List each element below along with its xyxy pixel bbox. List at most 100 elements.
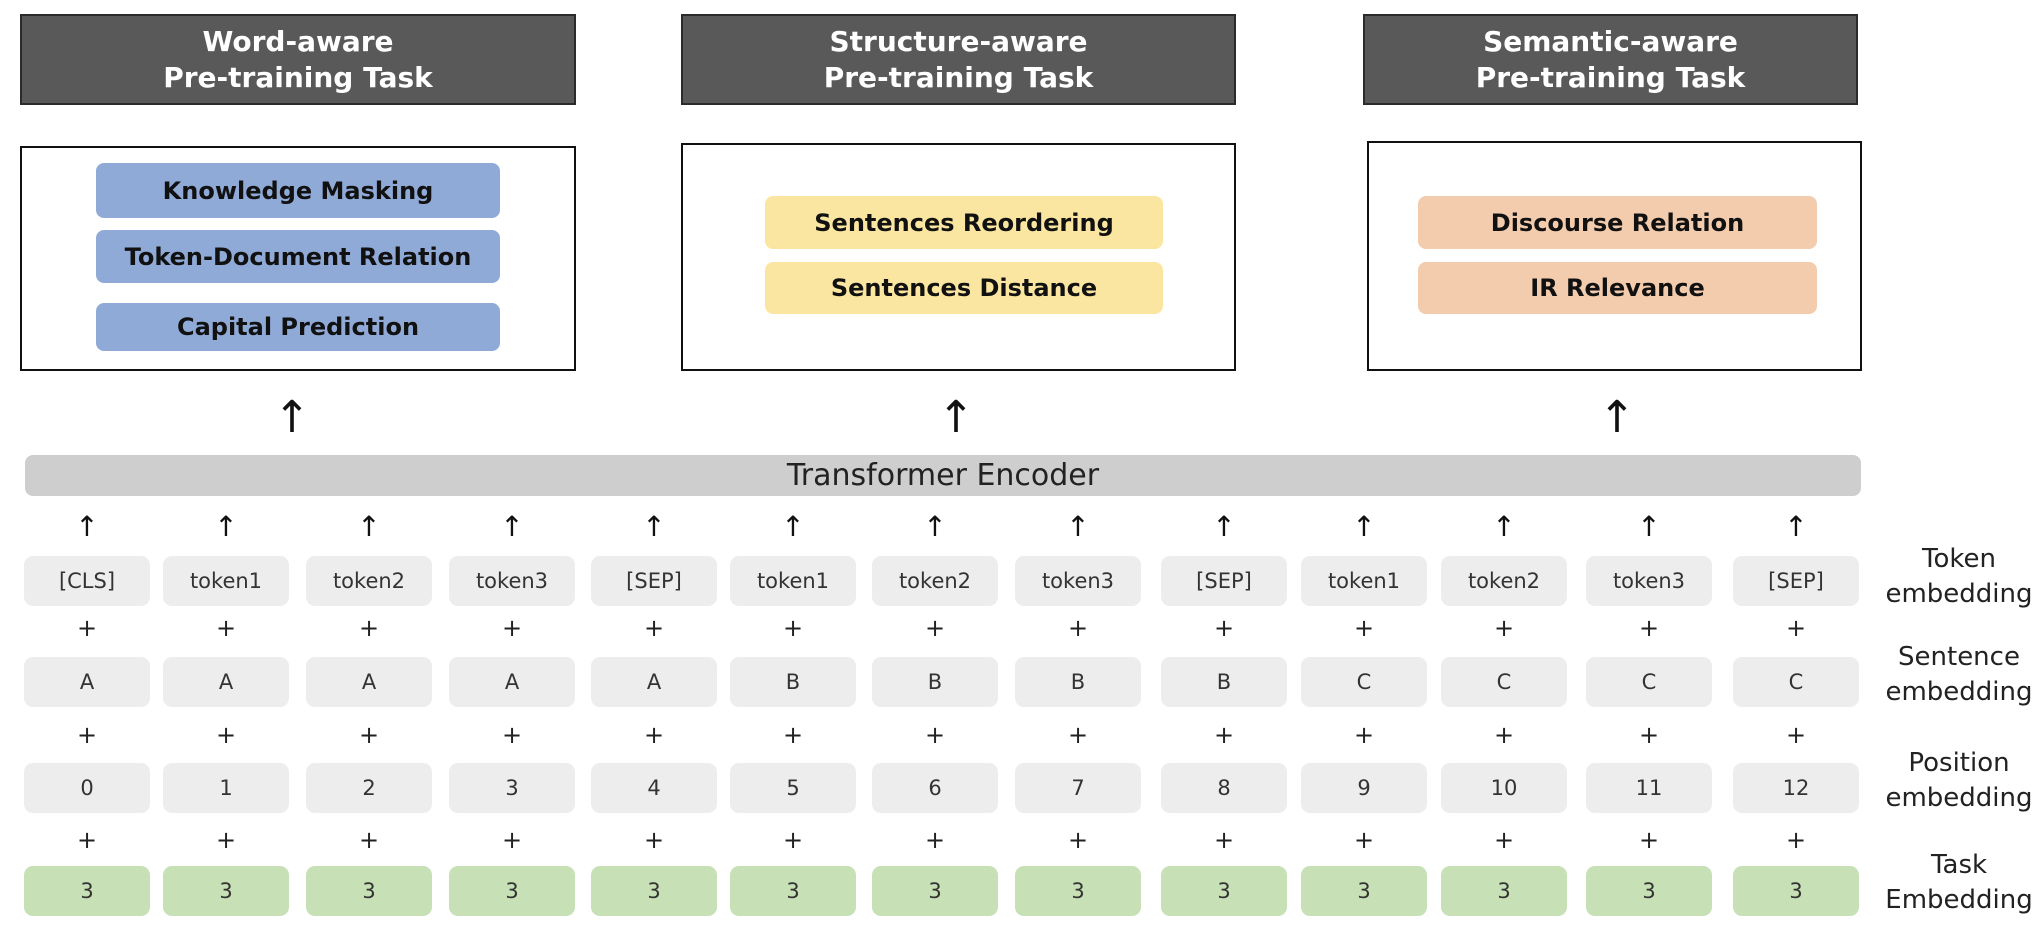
arrow-up-icon: ↑	[781, 510, 805, 543]
plus-sign: +	[215, 614, 237, 642]
semantic-aware-title-line2: Pre-training Task	[1475, 60, 1746, 94]
arrow-up-icon: ↑	[937, 392, 975, 443]
task-discourse-relation: Discourse Relation	[1418, 196, 1817, 249]
task-cell: 3	[591, 866, 717, 916]
plus-sign: +	[1067, 721, 1089, 749]
semantic-aware-panel	[1367, 141, 1862, 371]
task-cell: 3	[1301, 866, 1427, 916]
position-cell: 0	[24, 763, 150, 813]
arrow-up-icon: ↑	[75, 510, 99, 543]
arrow-up-icon: ↑	[214, 510, 238, 543]
sentence-cell: B	[872, 657, 998, 707]
arrow-up-icon: ↑	[1352, 510, 1376, 543]
task-cell: 3	[1441, 866, 1567, 916]
position-cell: 7	[1015, 763, 1141, 813]
plus-sign: +	[1213, 721, 1235, 749]
plus-sign: +	[924, 721, 946, 749]
sentence-cell: B	[1015, 657, 1141, 707]
plus-sign: +	[924, 826, 946, 854]
sentence-cell: A	[163, 657, 289, 707]
row-label-sentence-embedding: Sentence embedding	[1885, 642, 2033, 707]
sentence-cell: B	[730, 657, 856, 707]
task-token-document-relation: Token-Document Relation	[96, 230, 500, 283]
task-cell: 3	[872, 866, 998, 916]
plus-sign: +	[1353, 826, 1375, 854]
arrow-up-icon: ↑	[1066, 510, 1090, 543]
plus-sign: +	[1353, 614, 1375, 642]
plus-sign: +	[501, 826, 523, 854]
task-cell: 3	[1586, 866, 1712, 916]
task-sentences-reordering: Sentences Reordering	[765, 196, 1163, 249]
plus-sign: +	[1353, 721, 1375, 749]
plus-sign: +	[1067, 826, 1089, 854]
plus-sign: +	[1213, 826, 1235, 854]
plus-sign: +	[1638, 721, 1660, 749]
task-cell: 3	[1015, 866, 1141, 916]
structure-aware-panel	[681, 143, 1236, 371]
row-label-task-embedding: Task Embedding	[1885, 850, 2033, 915]
task-ir-relevance: IR Relevance	[1418, 262, 1817, 314]
arrow-up-icon: ↑	[1492, 510, 1516, 543]
sentence-cell: C	[1733, 657, 1859, 707]
plus-sign: +	[1785, 721, 1807, 749]
plus-sign: +	[782, 826, 804, 854]
token-cell: [SEP]	[1161, 556, 1287, 606]
structure-aware-title-line2: Pre-training Task	[823, 60, 1094, 94]
sentence-cell: A	[591, 657, 717, 707]
plus-sign: +	[1493, 826, 1515, 854]
plus-sign: +	[1493, 614, 1515, 642]
structure-aware-header: Structure-aware Pre-training Task	[681, 14, 1236, 105]
plus-sign: +	[1493, 721, 1515, 749]
position-cell: 3	[449, 763, 575, 813]
position-cell: 9	[1301, 763, 1427, 813]
structure-aware-title-line1: Structure-aware	[829, 24, 1088, 58]
token-cell: token1	[1301, 556, 1427, 606]
token-cell: token3	[1586, 556, 1712, 606]
arrow-up-icon: ↑	[923, 510, 947, 543]
plus-sign: +	[501, 721, 523, 749]
word-aware-header: Word-aware Pre-training Task	[20, 14, 576, 105]
plus-sign: +	[358, 826, 380, 854]
task-cell: 3	[24, 866, 150, 916]
arrow-up-icon: ↑	[1212, 510, 1236, 543]
arrow-up-icon: ↑	[642, 510, 666, 543]
plus-sign: +	[76, 721, 98, 749]
task-cell: 3	[449, 866, 575, 916]
token-cell: token2	[1441, 556, 1567, 606]
plus-sign: +	[215, 721, 237, 749]
task-cell: 3	[730, 866, 856, 916]
plus-sign: +	[76, 826, 98, 854]
sentence-cell: C	[1586, 657, 1712, 707]
plus-sign: +	[1785, 614, 1807, 642]
plus-sign: +	[1213, 614, 1235, 642]
sentence-cell: B	[1161, 657, 1287, 707]
plus-sign: +	[1067, 614, 1089, 642]
position-cell: 8	[1161, 763, 1287, 813]
sentence-cell: C	[1441, 657, 1567, 707]
sentence-cell: A	[449, 657, 575, 707]
token-cell: token1	[730, 556, 856, 606]
sentence-cell: A	[306, 657, 432, 707]
task-capital-prediction: Capital Prediction	[96, 303, 500, 351]
task-cell: 3	[163, 866, 289, 916]
task-cell: 3	[306, 866, 432, 916]
arrow-up-icon: ↑	[500, 510, 524, 543]
arrow-up-icon: ↑	[1637, 510, 1661, 543]
token-cell: [SEP]	[1733, 556, 1859, 606]
transformer-encoder-bar: Transformer Encoder	[25, 455, 1861, 496]
sentence-cell: C	[1301, 657, 1427, 707]
arrow-up-icon: ↑	[1784, 510, 1808, 543]
plus-sign: +	[76, 614, 98, 642]
position-cell: 6	[872, 763, 998, 813]
sentence-cell: A	[24, 657, 150, 707]
plus-sign: +	[358, 614, 380, 642]
task-sentences-distance: Sentences Distance	[765, 262, 1163, 314]
arrow-up-icon: ↑	[357, 510, 381, 543]
plus-sign: +	[1638, 614, 1660, 642]
token-cell: token3	[449, 556, 575, 606]
token-cell: token3	[1015, 556, 1141, 606]
semantic-aware-title-line1: Semantic-aware	[1483, 24, 1738, 58]
arrow-up-icon: ↑	[273, 392, 311, 443]
plus-sign: +	[782, 614, 804, 642]
row-label-position-embedding: Position embedding	[1885, 748, 2033, 813]
